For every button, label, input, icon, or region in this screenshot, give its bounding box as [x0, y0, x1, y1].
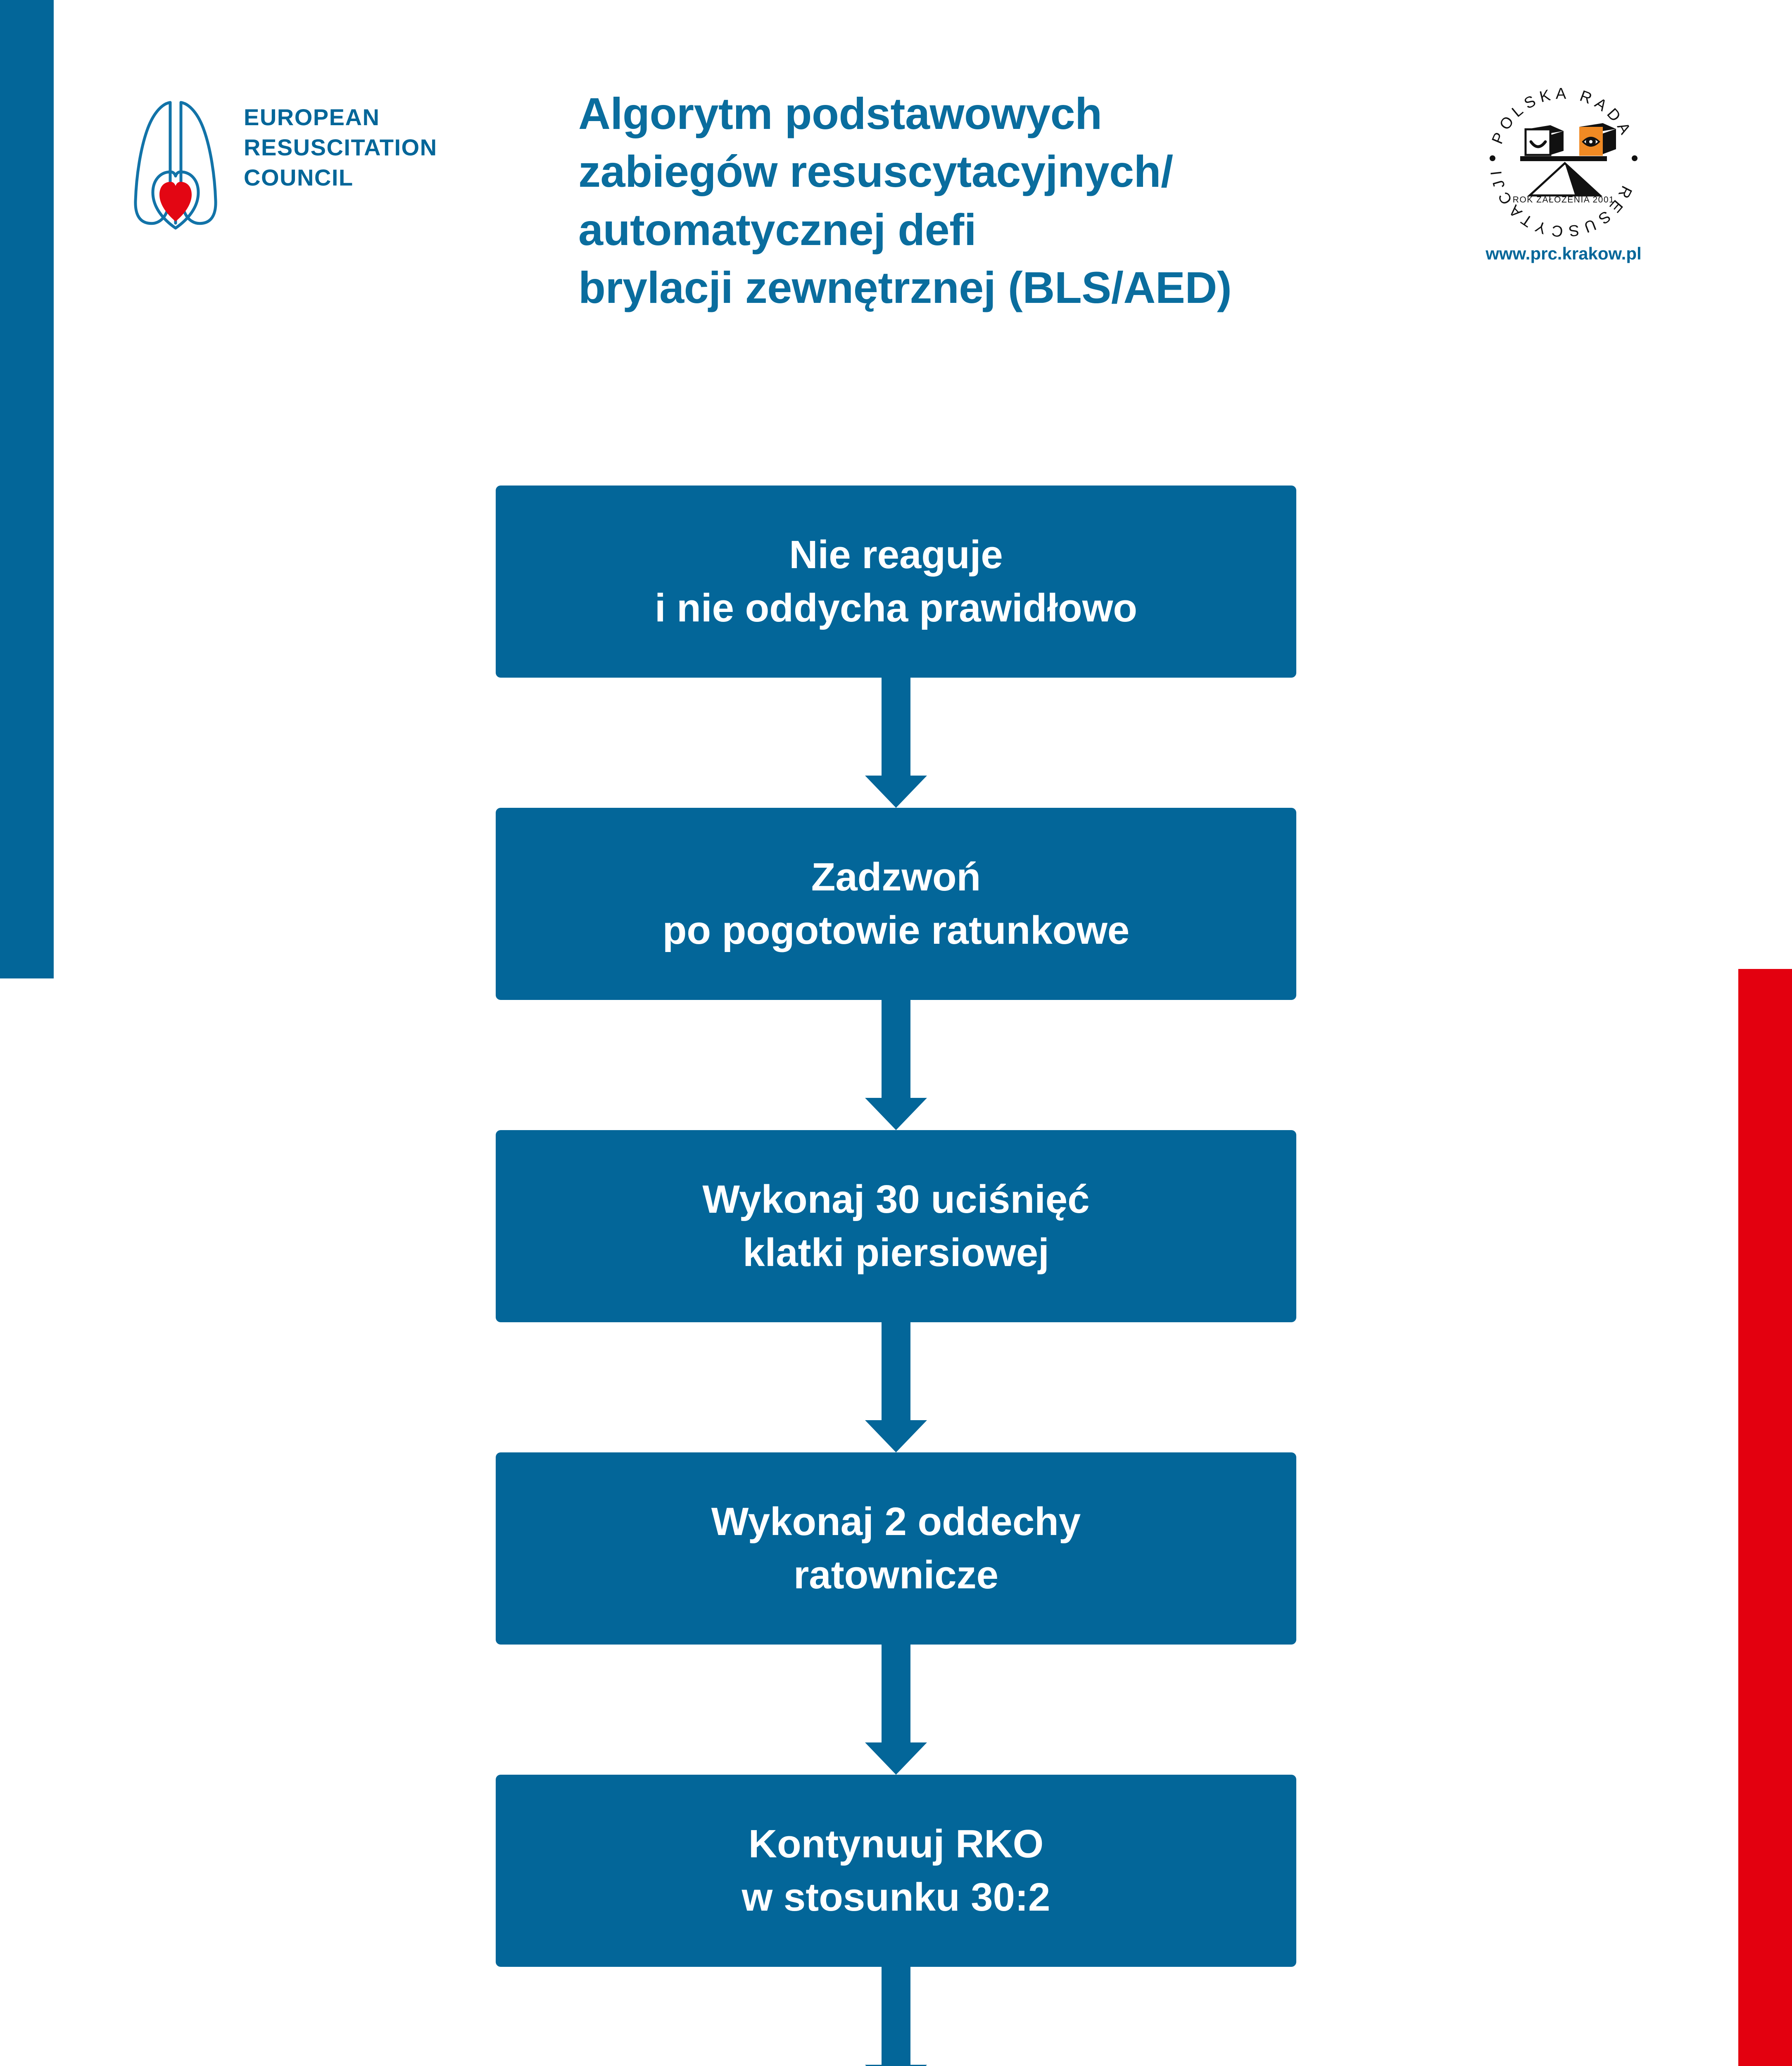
flow-step-text: Wykonaj 2 oddechy ratownicze [711, 1495, 1081, 1602]
erc-line-2: RESUSCITATION [244, 134, 437, 160]
flow-step-line: w stosunku 30:2 [742, 1875, 1050, 1919]
flow-step-text: Wykonaj 30 uciśnięć klatki piersiowej [702, 1173, 1089, 1279]
arrow-stem [882, 1000, 910, 1100]
flow-step-line: Zadzwoń [811, 854, 981, 899]
arrow-stem [882, 1322, 910, 1422]
flow-step-line: i nie oddycha prawidłowo [654, 586, 1138, 630]
prc-url[interactable]: www.prc.krakow.pl [1485, 244, 1642, 263]
poster-title: Algorytm podstawowych zabiegów resuscyta… [578, 85, 1466, 317]
flow-arrow-5 [496, 1967, 1296, 2066]
flow-step-line: ratownicze [793, 1552, 999, 1597]
flow-step-line: Wykonaj 30 uciśnięć [702, 1177, 1090, 1221]
arrow-head-icon [865, 776, 927, 808]
left-blue-accent-bar [0, 0, 54, 978]
right-red-accent-bar [1738, 969, 1792, 2066]
arrow-head-icon [865, 2065, 927, 2066]
arrow-head-icon [865, 1742, 927, 1775]
flow-step-line: klatki piersiowej [743, 1230, 1049, 1275]
flow-step-continue-cpr: Kontynuuj RKO w stosunku 30:2 [496, 1775, 1296, 1967]
flow-step-rescue-breaths: Wykonaj 2 oddechy ratownicze [496, 1452, 1296, 1645]
erc-wordmark: EUROPEAN RESUSCITATION COUNCIL [244, 102, 558, 193]
title-line-2: zabiegów resuscytacyjnych/ [578, 146, 1173, 197]
title-line-1: Algorytm podstawowych [578, 88, 1102, 138]
flow-arrow-2 [496, 1000, 1296, 1130]
svg-text:ROK ZAŁOŻENIA 2001: ROK ZAŁOŻENIA 2001 [1513, 195, 1614, 205]
flow-arrow-1 [496, 678, 1296, 808]
arrow-stem [882, 1967, 910, 2066]
bls-aed-flowchart: Nie reaguje i nie oddycha prawidłowo Zad… [496, 486, 1296, 2066]
erc-logo: EUROPEAN RESUSCITATION COUNCIL [124, 99, 562, 244]
flow-step-text: Kontynuuj RKO w stosunku 30:2 [742, 1818, 1050, 1924]
title-line-4: brylacji zewnętrznej (BLS/AED) [578, 262, 1232, 313]
erc-line-1: EUROPEAN [244, 104, 380, 130]
flow-step-text: Zadzwoń po pogotowie ratunkowe [663, 851, 1130, 957]
flow-step-call-ems: Zadzwoń po pogotowie ratunkowe [496, 808, 1296, 1000]
flow-step-line: Kontynuuj RKO [748, 1821, 1044, 1866]
arrow-stem [882, 678, 910, 778]
title-line-3: automatycznej defi [578, 204, 977, 255]
lungs-heart-icon [124, 99, 227, 231]
prc-logo: POLSKA RADA RESUSCYTACJI ROK ZAŁ [1475, 81, 1652, 275]
arrow-head-icon [865, 1420, 927, 1452]
flow-step-line: po pogotowie ratunkowe [662, 908, 1130, 952]
flow-step-line: Nie reaguje [789, 532, 1003, 577]
flow-step-line: Wykonaj 2 oddechy [711, 1499, 1081, 1544]
flow-step-unresponsive: Nie reaguje i nie oddycha prawidłowo [496, 486, 1296, 678]
erc-line-3: COUNCIL [244, 164, 354, 190]
prc-seal-icon: POLSKA RADA RESUSCYTACJI ROK ZAŁ [1481, 81, 1646, 246]
arrow-head-icon [865, 1098, 927, 1130]
flow-arrow-4 [496, 1645, 1296, 1775]
arrow-stem [882, 1645, 910, 1745]
flow-step-compressions: Wykonaj 30 uciśnięć klatki piersiowej [496, 1130, 1296, 1322]
flow-step-text: Nie reaguje i nie oddycha prawidłowo [655, 528, 1137, 635]
flow-arrow-3 [496, 1322, 1296, 1452]
